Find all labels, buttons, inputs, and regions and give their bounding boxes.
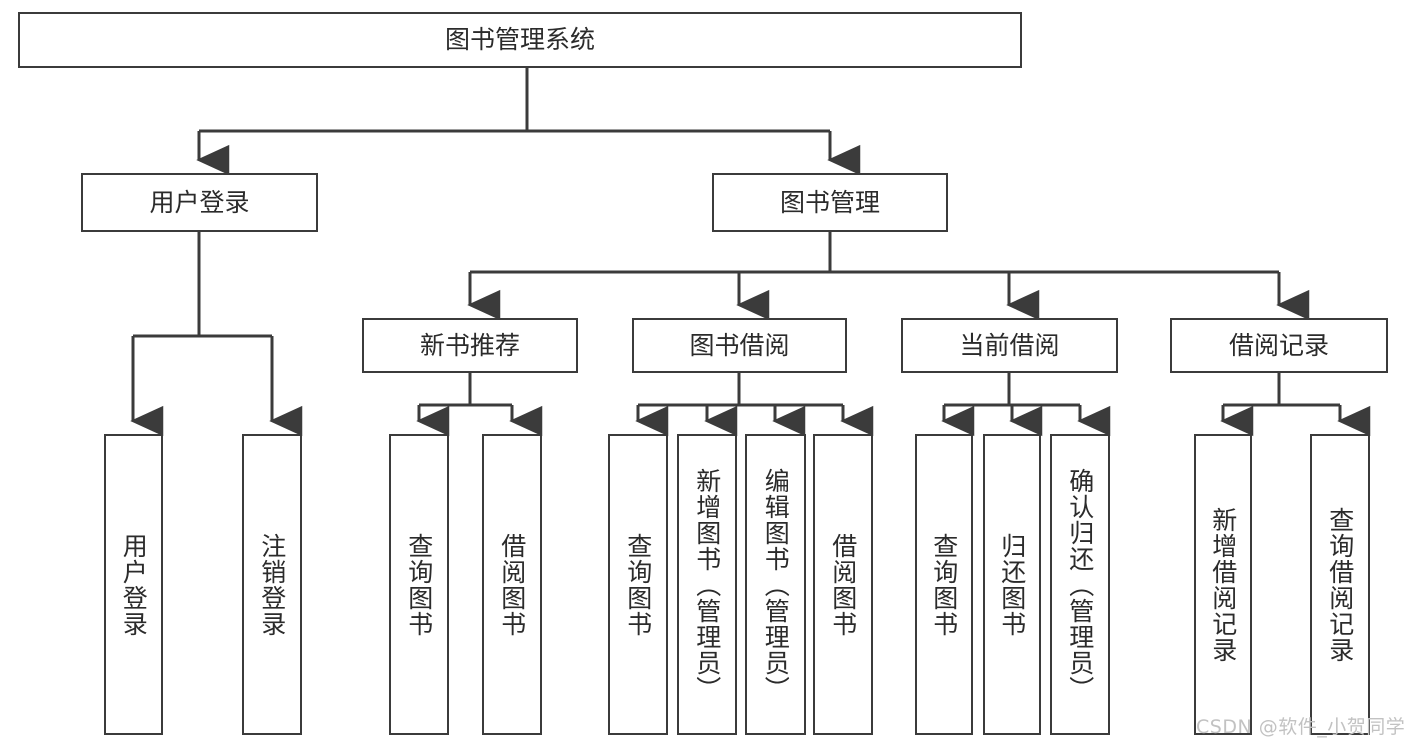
node-label: 新增借阅记录 — [1208, 506, 1238, 663]
node-level2-book-management[interactable]: 图书管理 — [712, 173, 948, 232]
node-label: 查询借阅记录 — [1325, 506, 1355, 663]
node-label: 借阅记录 — [1228, 330, 1329, 360]
node-root-label: 图书管理系统 — [444, 25, 595, 55]
node-label: 借阅图书 — [828, 532, 858, 637]
node-label: 归还图书 — [997, 532, 1027, 637]
node-label: 图书管理 — [779, 187, 880, 217]
node-leaf-add-borrow-record[interactable]: 新增借阅记录 — [1194, 434, 1252, 735]
node-leaf-borrow-book[interactable]: 借阅图书 — [813, 434, 873, 735]
node-leaf-query-book-borrow[interactable]: 查询图书 — [608, 434, 668, 735]
node-label: 用户登录 — [119, 532, 149, 637]
node-leaf-logout[interactable]: 注销登录 — [242, 434, 302, 735]
node-label: 新增图书（管理员） — [692, 467, 722, 702]
node-level3-borrow-record[interactable]: 借阅记录 — [1170, 318, 1388, 373]
node-label: 查询图书 — [404, 532, 434, 637]
node-label: 借阅图书 — [497, 532, 527, 637]
node-root[interactable]: 图书管理系统 — [18, 12, 1022, 68]
node-label: 查询图书 — [929, 532, 959, 637]
node-leaf-confirm-return-admin[interactable]: 确认归还（管理员） — [1050, 434, 1110, 735]
node-label: 当前借阅 — [959, 330, 1060, 360]
csdn-watermark: CSDN @软件_小贺同学 — [1196, 716, 1405, 738]
node-level3-current-borrow[interactable]: 当前借阅 — [901, 318, 1118, 373]
node-label: 编辑图书（管理员） — [761, 467, 791, 702]
node-label: 新书推荐 — [419, 330, 520, 360]
node-leaf-add-book-admin[interactable]: 新增图书（管理员） — [677, 434, 737, 735]
node-leaf-edit-book-admin[interactable]: 编辑图书（管理员） — [745, 434, 806, 735]
node-label: 图书借阅 — [689, 330, 790, 360]
node-leaf-return-book[interactable]: 归还图书 — [983, 434, 1041, 735]
node-label: 用户登录 — [149, 187, 250, 217]
node-leaf-query-borrow-record[interactable]: 查询借阅记录 — [1310, 434, 1370, 735]
node-level3-new-book-recommend[interactable]: 新书推荐 — [362, 318, 578, 373]
node-label: 确认归还（管理员） — [1065, 467, 1095, 702]
node-label: 查询图书 — [623, 532, 653, 637]
node-level2-user-login[interactable]: 用户登录 — [81, 173, 318, 232]
node-level3-book-borrow[interactable]: 图书借阅 — [632, 318, 847, 373]
node-leaf-query-book-current[interactable]: 查询图书 — [915, 434, 973, 735]
node-leaf-query-book-recommend[interactable]: 查询图书 — [389, 434, 449, 735]
node-leaf-user-login[interactable]: 用户登录 — [104, 434, 163, 735]
node-leaf-borrow-book-recommend[interactable]: 借阅图书 — [482, 434, 542, 735]
node-label: 注销登录 — [257, 532, 287, 637]
